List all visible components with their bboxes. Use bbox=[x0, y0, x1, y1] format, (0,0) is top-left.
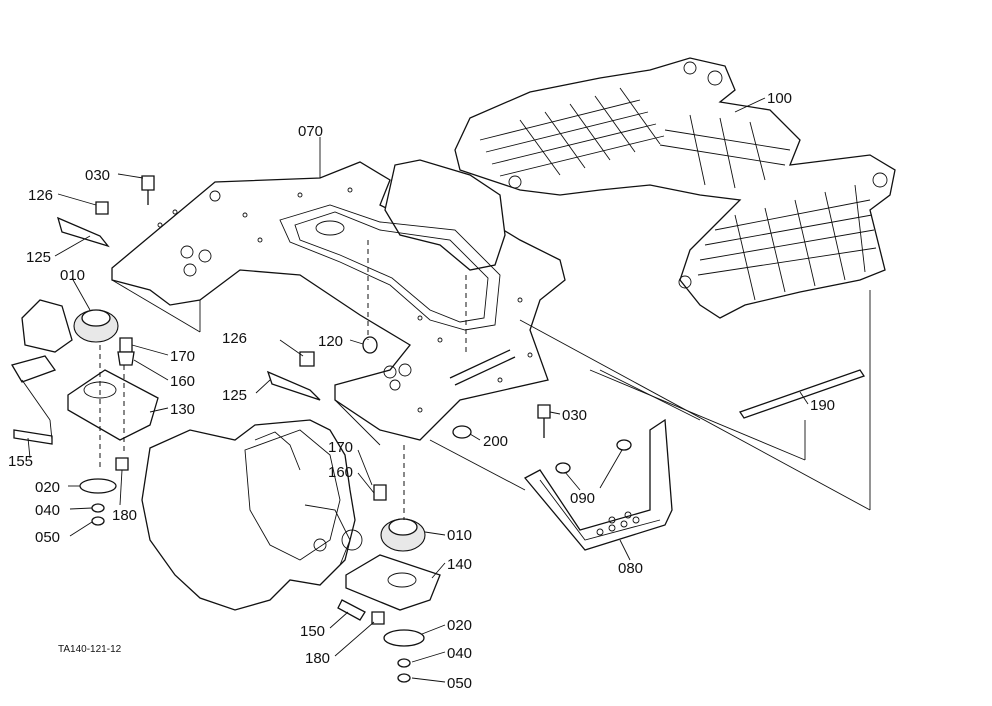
label-130: 130 bbox=[170, 401, 195, 418]
label-040-right: 040 bbox=[447, 645, 472, 662]
label-040-left: 040 bbox=[35, 502, 60, 519]
long-plate bbox=[738, 369, 866, 419]
label-120: 120 bbox=[318, 333, 343, 350]
transmission-housing bbox=[141, 419, 363, 611]
label-030-upper: 030 bbox=[85, 167, 110, 184]
label-125-center: 125 bbox=[222, 387, 247, 404]
label-070: 070 bbox=[298, 123, 323, 140]
label-080: 080 bbox=[618, 560, 643, 577]
label-200: 200 bbox=[483, 433, 508, 450]
leader-lines bbox=[27, 97, 809, 683]
label-010-left: 010 bbox=[60, 267, 85, 284]
label-170-right: 170 bbox=[328, 439, 353, 456]
part-labels: 070 100 030 126 125 010 170 160 130 155 … bbox=[8, 90, 835, 692]
label-126-center: 126 bbox=[222, 330, 247, 347]
label-010-right: 010 bbox=[447, 527, 472, 544]
label-155: 155 bbox=[8, 453, 33, 470]
label-160-left: 160 bbox=[170, 373, 195, 390]
label-050-right: 050 bbox=[447, 675, 472, 692]
left-mount-assembly bbox=[11, 175, 159, 526]
label-020-right: 020 bbox=[447, 617, 472, 634]
floor-mat bbox=[454, 57, 896, 319]
guide-lines bbox=[21, 240, 871, 520]
label-180-left: 180 bbox=[112, 507, 137, 524]
label-190: 190 bbox=[810, 397, 835, 414]
label-180-right: 180 bbox=[305, 650, 330, 667]
label-020-left: 020 bbox=[35, 479, 60, 496]
label-126-left: 126 bbox=[28, 187, 53, 204]
diagram-code: TA140-121-12 bbox=[58, 644, 122, 655]
label-030-lower: 030 bbox=[562, 407, 587, 424]
right-mount-assembly bbox=[266, 336, 551, 683]
label-140: 140 bbox=[447, 556, 472, 573]
label-050-left: 050 bbox=[35, 529, 60, 546]
floor-step-frame bbox=[111, 159, 566, 446]
label-100: 100 bbox=[767, 90, 792, 107]
label-160-right: 160 bbox=[328, 464, 353, 481]
label-150: 150 bbox=[300, 623, 325, 640]
label-170-left: 170 bbox=[170, 348, 195, 365]
label-090: 090 bbox=[570, 490, 595, 507]
step-bracket bbox=[523, 418, 673, 551]
label-125-left: 125 bbox=[26, 249, 51, 266]
